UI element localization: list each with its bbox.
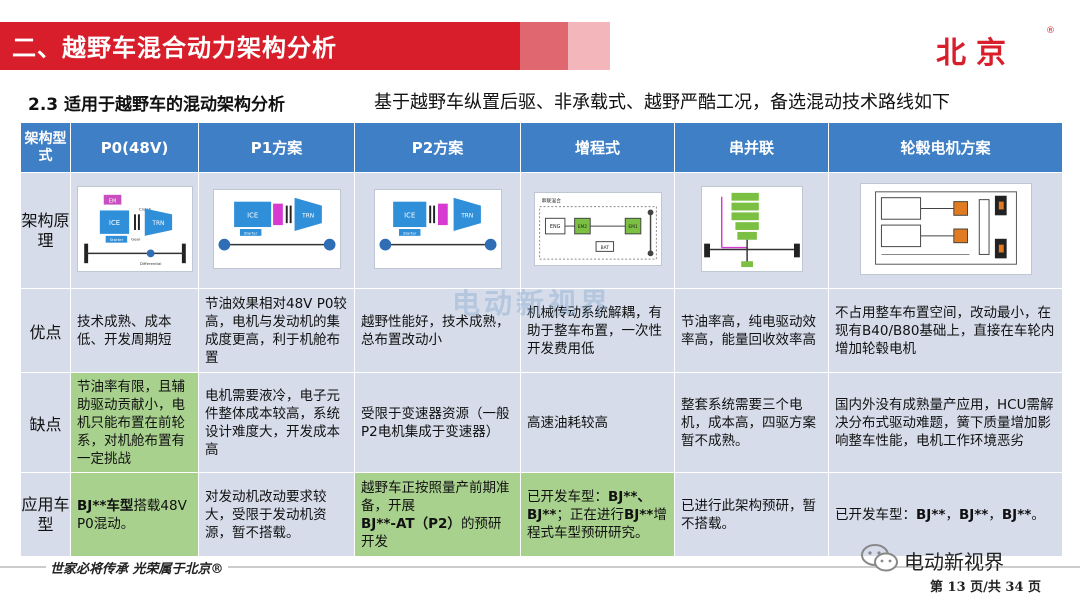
application-hub-model-3: BJ** <box>1001 506 1032 523</box>
p1-diagram-image: ICE TRN Starter <box>212 188 341 269</box>
advantage-erev: 机械传动系统解耦，有助于整车布置，一次性开发费用低 <box>520 288 675 373</box>
hub-motor-diagram-image <box>859 182 1032 275</box>
advantage-p0: 技术成熟、成本低、开发周期短 <box>70 288 199 373</box>
diagram-cell-p2: ICE TRN Starter <box>354 172 521 289</box>
disadvantage-p2: 受限于变速器资源（一般P2电机集成于变速器） <box>354 372 521 473</box>
p0-diagram-image: EM ICE Clutch TRN Starter Gear Different… <box>76 185 193 272</box>
erev-em2-label: EM2 <box>577 224 587 230</box>
application-p0-text: 搭载48V P0混动。 <box>77 497 187 532</box>
p0-starter-label: Starter <box>109 237 123 242</box>
application-erev-text-c: 增程式车型预研研究。 <box>527 506 667 541</box>
advantage-hub-motor: 不占用整车布置空间，改动最小，在现有B40/B80基础上，直接在车轮内增加轮毂电… <box>828 288 1063 373</box>
advantage-p1: 节油效果相对48V P0较高，电机与发动机的集成度更高，利于机舱布置 <box>198 288 355 373</box>
p2-ice-label: ICE <box>404 211 415 219</box>
p2-diagram-image: ICE TRN Starter <box>373 188 502 269</box>
application-p2-text-a: 越野车正按照量产前期准备，开展 <box>361 479 510 514</box>
disadvantage-series-parallel: 整套系统需要三个电机，成本高，四驱方案暂不成熟。 <box>674 372 829 473</box>
col-header-p0: P0(48V) <box>70 122 199 173</box>
diagram-cell-series-parallel <box>674 172 829 289</box>
table-row: 优点 技术成熟、成本低、开发周期短 节油效果相对48V P0较高，电机与发动机的… <box>20 288 1063 373</box>
corner-header: 架构型式 <box>20 122 71 173</box>
col-header-p2: P2方案 <box>354 122 521 173</box>
application-p0: BJ**车型搭载48V P0混动。 <box>70 472 199 557</box>
footer-slogan: 世家必将传承 光荣属于北京® <box>46 558 228 577</box>
diagram-cell-p0: EM ICE Clutch TRN Starter Gear Different… <box>70 172 199 289</box>
application-p2: 越野车正按照量产前期准备，开展BJ**-AT（P2）的预研开发 <box>354 472 521 557</box>
disadvantage-hub-motor: 国内外没有成熟量产应用，HCU需解决分布式驱动难题，簧下质量增加影响整车性能，电… <box>828 372 1063 473</box>
row-label-principle: 架构原理 <box>20 172 71 289</box>
architecture-table: 架构型式 P0(48V) P1方案 P2方案 增程式 串并联 轮毂电机方案 架构… <box>20 122 1063 557</box>
application-erev: 已开发车型：BJ**、BJ**；正在进行BJ**增程式车型预研研究。 <box>520 472 675 557</box>
watermark-text: 电动新视界 <box>452 287 613 320</box>
application-hub-text-a: 已开发车型： <box>835 506 916 523</box>
application-erev-models: BJ**、BJ** <box>527 488 651 523</box>
p1-ice-label: ICE <box>247 211 258 219</box>
row-label-disadvantages: 缺点 <box>20 372 71 473</box>
p0-differential-label: Differential <box>139 261 161 266</box>
footer-divider <box>0 566 1080 568</box>
header-accent-block <box>520 22 568 70</box>
wechat-icon <box>861 544 898 572</box>
application-erev-text-b: ；正在进行 <box>556 506 624 523</box>
erev-eng-label: ENG <box>549 224 560 230</box>
beijing-logo: 北京 <box>936 36 1016 71</box>
p1-trn-label: TRN <box>301 213 314 219</box>
p0-em-label: EM <box>108 198 115 204</box>
disadvantage-p1: 电机需要液冷，电子元件整体成本较高，系统设计难度大，开发成本高 <box>198 372 355 473</box>
header-accent-block-light <box>568 22 610 70</box>
page-number: 第 13 页/共 34 页 <box>930 580 1042 595</box>
application-hub-sep-1: ， <box>945 506 959 523</box>
registered-mark: ® <box>1046 26 1055 36</box>
p0-gear-label: Gear <box>131 236 141 241</box>
table-row: 缺点 节油率有限，且辅助驱动贡献小，电机只能布置在前轮系，对机舱布置有一定挑战 … <box>20 372 1063 473</box>
application-hub-sep-2: ， <box>988 506 1002 523</box>
diagram-cell-hub-motor <box>828 172 1063 289</box>
col-header-erev: 增程式 <box>520 122 675 173</box>
p2-trn-label: TRN <box>460 213 473 219</box>
application-p1: 对发动机改动要求较大，受限于发动机资源，暂不搭载。 <box>198 472 355 557</box>
col-header-series-parallel: 串并联 <box>674 122 829 173</box>
advantage-p2: 越野性能好，技术成熟，总布置改动小 <box>354 288 521 373</box>
slide-header: 二、越野车混合动力架构分析 北京 ® <box>0 0 1080 72</box>
application-hub-model-2: BJ** <box>958 506 989 523</box>
erev-diagram-image: 串联混合 ENG EM2 EM1 BAT <box>533 191 662 266</box>
header-red-bar <box>0 22 520 70</box>
row-label-applications: 应用车型 <box>20 472 71 557</box>
wechat-account-name: 电动新视界 <box>904 550 1004 574</box>
diagram-cell-p1: ICE TRN Starter <box>198 172 355 289</box>
col-header-p1: P1方案 <box>198 122 355 173</box>
application-p0-model: BJ**车型 <box>77 497 134 514</box>
application-p2-text-b: 的预研开发 <box>361 515 502 550</box>
table-row: 应用车型 BJ**车型搭载48V P0混动。 对发动机改动要求较大，受限于发动机… <box>20 472 1063 557</box>
p0-ice-label: ICE <box>108 219 119 227</box>
application-erev-model: BJ** <box>623 506 654 523</box>
series-parallel-diagram-image <box>700 185 803 272</box>
slide-title: 二、越野车混合动力架构分析 <box>12 34 337 62</box>
application-series-parallel: 已进行此架构预研，暂不搭载。 <box>674 472 829 557</box>
p0-trn-label: TRN <box>151 221 164 227</box>
col-header-hub-motor: 轮毂电机方案 <box>828 122 1063 173</box>
application-hub-model-1: BJ** <box>916 506 946 523</box>
section-description: 基于越野车纵置后驱、非承载式、越野严酷工况，备选混动技术路线如下 <box>374 92 950 113</box>
diagram-cell-erev: 串联混合 ENG EM2 EM1 BAT <box>520 172 675 289</box>
disadvantage-p0: 节油率有限，且辅助驱动贡献小，电机只能布置在前轮系，对机舱布置有一定挑战 <box>70 372 199 473</box>
row-label-advantages: 优点 <box>20 288 71 373</box>
application-p2-model: BJ**-AT（P2） <box>361 515 461 532</box>
p2-starter-label: Starter <box>402 230 416 235</box>
advantage-series-parallel: 节油率高，纯电驱动效率高，能量回收效率高 <box>674 288 829 373</box>
table-row: 架构原理 EM ICE Clutch TRN Starter Gear <box>20 172 1063 289</box>
disadvantage-erev: 高速油耗较高 <box>520 372 675 473</box>
section-subtitle: 2.3 适用于越野车的混动架构分析 <box>28 95 286 115</box>
erev-type-label: 串联混合 <box>541 197 561 204</box>
application-erev-text-a: 已开发车型： <box>527 488 608 505</box>
application-hub-end: 。 <box>1031 506 1045 523</box>
table-header-row: 架构型式 P0(48V) P1方案 P2方案 增程式 串并联 轮毂电机方案 <box>20 122 1063 173</box>
erev-em1-label: EM1 <box>628 224 638 230</box>
erev-bat-label: BAT <box>600 244 609 250</box>
application-hub-motor: 已开发车型：BJ**，BJ**，BJ**。 <box>828 472 1063 557</box>
p1-starter-label: Starter <box>243 230 257 235</box>
